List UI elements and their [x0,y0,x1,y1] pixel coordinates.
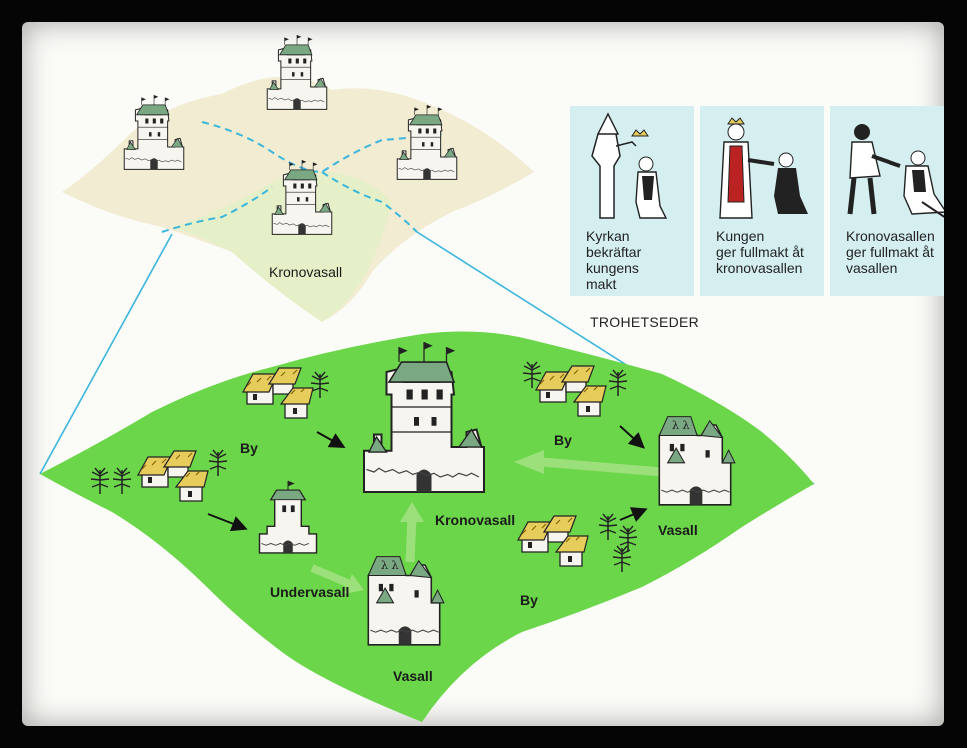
oath-caption-church: Kyrkan bekräftar kungens makt [586,228,642,292]
zoom-line-left [39,233,173,475]
oath-panel-church: Kyrkan bekräftar kungens makt [570,106,694,296]
label-by-top-left: By [240,440,258,456]
trohetseder-title: TROHETSEDER [590,314,700,330]
oath-panel-king: Kungen ger fullmakt åt kronovasallen [700,106,824,296]
label-vasall-right: Vasall [658,522,698,538]
feudal-map-illustration: λ λ [39,34,815,722]
label-undervasall: Undervasall [270,584,350,600]
arrow-by-to-vasall-bottom-right [619,507,648,522]
label-kronovasall-top: Kronovasall [269,264,343,280]
label-by-bottom-right: By [520,592,538,608]
oath-caption-kronovasall: Kronovasallen ger fullmakt åt vasallen [846,228,935,276]
noble-handing-over-icon [847,124,944,218]
green-arrow-vasall-to-krono [541,457,663,477]
arrow-by-to-kronovasall [316,431,346,448]
green-arrow-undervasall [310,564,352,588]
arrow-by-to-vasall-right [619,425,645,449]
kronovasall-domain [40,331,814,722]
upper-boundary-line [201,121,443,174]
upper-boundary-line [321,171,418,233]
label-vasall-bottom: Vasall [393,668,433,684]
page: λ λ [22,22,944,726]
upper-kronovasall-area [172,172,392,322]
bishop-crowning-king-icon [591,112,668,219]
label-kronovasall-center: Kronovasall [435,512,516,528]
upper-boundary-line [161,186,273,233]
upper-castle-top [266,34,328,110]
green-arrow-vasall-up [405,516,417,563]
oath-panel-kronovasall: Kronovasallen ger fullmakt åt vasallen [830,106,944,296]
king-handing-over-icon [719,117,808,219]
arrow-by-to-undervasall [207,513,248,532]
label-by-top-right: By [554,432,572,448]
oath-caption-king: Kungen ger fullmakt åt kronovasallen [716,228,804,276]
